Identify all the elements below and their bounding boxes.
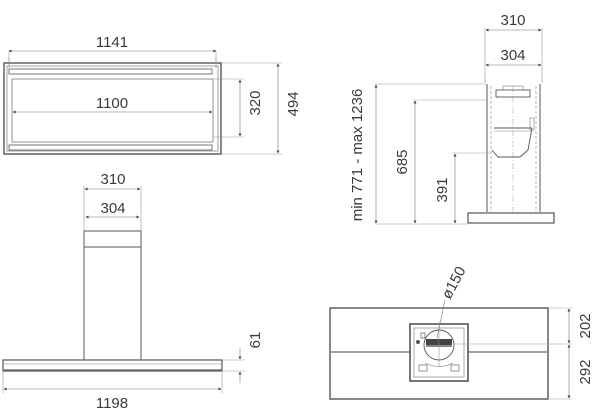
dim-front-chimney-inner: 304 bbox=[100, 200, 125, 217]
dim-top-height-inner: 320 bbox=[247, 90, 264, 115]
dim-side-width-inner: 304 bbox=[500, 47, 525, 64]
dim-bottom-depth-front: 202 bbox=[577, 313, 594, 338]
top-view-lower-strip bbox=[8, 144, 213, 151]
dim-side-height-mid: 685 bbox=[394, 149, 411, 174]
bottom-view-outline bbox=[329, 307, 549, 400]
dim-front-canopy-width: 1198 bbox=[96, 395, 128, 412]
bottom-view: ø150 202 292 bbox=[329, 264, 594, 400]
dim-side-width-outer: 310 bbox=[500, 12, 525, 29]
dim-top-height-outer: 494 bbox=[285, 91, 302, 116]
side-view-canopy bbox=[467, 212, 555, 224]
dim-top-width-outer: 1141 bbox=[96, 34, 128, 51]
top-view-upper-strip bbox=[8, 68, 213, 75]
dim-side-height-low: 391 bbox=[434, 177, 451, 202]
top-view: 1141 1100 320 494 bbox=[3, 34, 302, 155]
dim-side-height-range: min 771 - max 1236 bbox=[349, 89, 366, 222]
side-view: 310 304 min 771 - max 1236 685 391 bbox=[349, 12, 555, 225]
top-view-inner-panel bbox=[11, 78, 214, 143]
dim-bottom-duct-diameter: ø150 bbox=[438, 264, 469, 302]
top-view-outer-frame bbox=[3, 62, 222, 155]
dim-front-chimney-outer: 310 bbox=[100, 171, 125, 188]
front-view-chimney-cap bbox=[83, 230, 142, 248]
front-view: 310 304 61 1198 bbox=[2, 171, 264, 412]
side-view-filter-box bbox=[491, 127, 533, 158]
dim-top-width-inner: 1100 bbox=[96, 95, 128, 112]
dim-front-canopy-thickness: 61 bbox=[247, 332, 264, 349]
dim-bottom-depth-back: 292 bbox=[577, 359, 594, 384]
front-view-canopy bbox=[2, 359, 223, 372]
